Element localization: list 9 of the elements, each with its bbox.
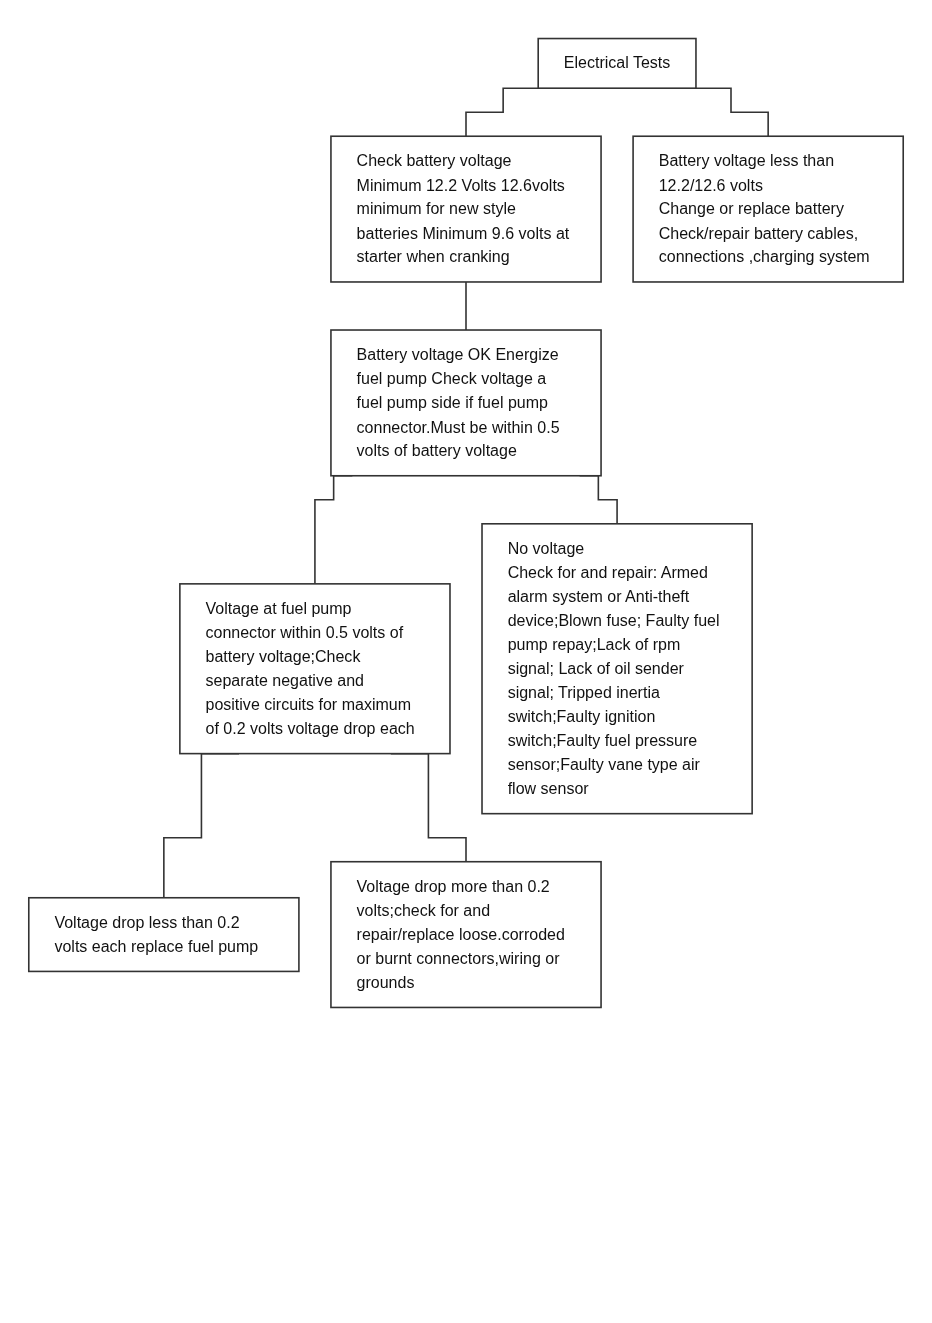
node-box: Battery voltage less than 12.2/12.6 volts Change or replace battery Check/repair battery cables, connections ,charging system: [632, 135, 904, 283]
node-box: No voltage Check for and repair: Armed alarm system or Anti-theft device;Blown fuse; Faulty fuel pump repay;Lack of rpm signal; Lack of oil sender signal; Tripped inertia switch;Faulty ignition switch;Faulty fuel pressure sensor;Faulty vane type air flow sensor: [481, 523, 753, 815]
node-box: Voltage drop more than 0.2 volts;check for and repair/replace loose.corroded or burnt connectors,wiring or grounds: [330, 860, 602, 1009]
node-box: Electrical Tests: [537, 37, 697, 89]
connector: [465, 281, 467, 331]
node-box: Voltage drop less than 0.2 volts each replace fuel pump: [28, 896, 300, 973]
node-box: Check battery voltage Minimum 12.2 Volts 12.6volts minimum for new style batteries Minimum 9.6 volts at starter when cranking: [330, 135, 602, 283]
node-box: Battery voltage OK Energize fuel pump Check voltage a fuel pump side if fuel pump connector.Must be within 0.5 volts of battery voltage: [330, 329, 602, 477]
node-box: Voltage at fuel pump connector within 0.5 volts of battery voltage;Check separate negative and positive circuits for maximum of 0.2 volts voltage drop each: [179, 583, 451, 755]
